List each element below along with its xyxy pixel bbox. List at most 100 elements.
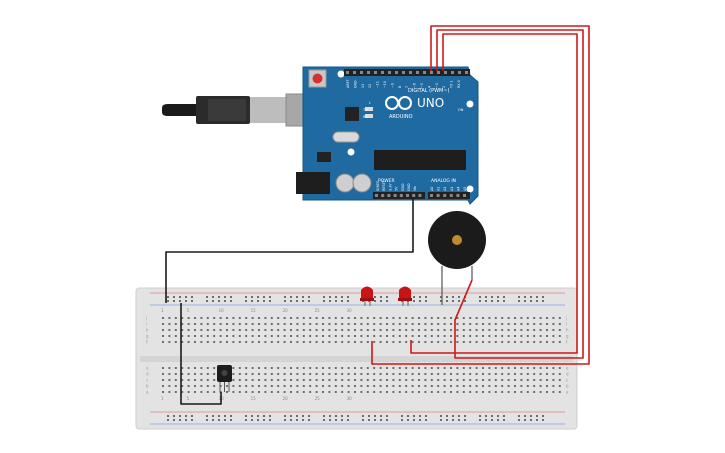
breadboard-hole[interactable] <box>488 385 491 387</box>
breadboard-hole[interactable] <box>238 329 241 331</box>
rail-hole[interactable] <box>173 300 175 302</box>
breadboard-hole[interactable] <box>443 379 446 381</box>
rail-hole[interactable] <box>497 419 499 421</box>
breadboard-hole[interactable] <box>283 385 286 387</box>
breadboard-hole[interactable] <box>187 317 190 319</box>
breadboard-hole[interactable] <box>398 385 401 387</box>
breadboard-hole[interactable] <box>392 335 395 337</box>
breadboard-hole[interactable] <box>379 385 382 387</box>
breadboard-hole[interactable] <box>277 323 280 325</box>
breadboard-hole[interactable] <box>558 373 561 375</box>
breadboard-hole[interactable] <box>315 341 318 343</box>
breadboard-hole[interactable] <box>450 335 452 337</box>
breadboard-hole[interactable] <box>341 367 344 369</box>
digital-header[interactable] <box>344 69 470 76</box>
breadboard-hole[interactable] <box>533 335 536 337</box>
breadboard-hole[interactable] <box>430 317 433 319</box>
breadboard-hole[interactable] <box>418 329 420 331</box>
breadboard-hole[interactable] <box>232 317 235 319</box>
rail-hole[interactable] <box>485 415 487 417</box>
breadboard-hole[interactable] <box>366 317 369 319</box>
header-pin[interactable] <box>346 71 349 74</box>
breadboard-hole[interactable] <box>552 385 555 387</box>
breadboard-hole[interactable] <box>162 385 164 387</box>
breadboard-hole[interactable] <box>213 367 216 369</box>
breadboard-hole[interactable] <box>405 379 408 381</box>
breadboard-hole[interactable] <box>341 385 344 387</box>
breadboard-hole[interactable] <box>251 391 254 393</box>
header-pin[interactable] <box>367 71 370 74</box>
breadboard-hole[interactable] <box>315 329 318 331</box>
breadboard-hole[interactable] <box>341 373 344 375</box>
breadboard-hole[interactable] <box>507 379 510 381</box>
breadboard-hole[interactable] <box>347 317 350 319</box>
breadboard-hole[interactable] <box>162 329 164 331</box>
breadboard-hole[interactable] <box>181 367 184 369</box>
rail-hole[interactable] <box>536 300 538 302</box>
breadboard-hole[interactable] <box>309 391 312 393</box>
breadboard-hole[interactable] <box>283 379 286 381</box>
rail-hole[interactable] <box>173 415 175 417</box>
breadboard-hole[interactable] <box>366 341 369 343</box>
breadboard-hole[interactable] <box>533 329 536 331</box>
breadboard-hole[interactable] <box>168 373 171 375</box>
breadboard-hole[interactable] <box>546 323 548 325</box>
breadboard-hole[interactable] <box>334 317 337 319</box>
breadboard-hole[interactable] <box>469 329 472 331</box>
breadboard-hole[interactable] <box>450 367 452 369</box>
breadboard-hole[interactable] <box>347 379 350 381</box>
breadboard-hole[interactable] <box>162 341 164 343</box>
breadboard-hole[interactable] <box>200 323 203 325</box>
breadboard-hole[interactable] <box>270 373 273 375</box>
breadboard-hole[interactable] <box>366 385 369 387</box>
rail-hole[interactable] <box>419 300 421 302</box>
breadboard-hole[interactable] <box>462 329 465 331</box>
breadboard-hole[interactable] <box>354 379 356 381</box>
breadboard-hole[interactable] <box>213 373 216 375</box>
breadboard-hole[interactable] <box>232 367 235 369</box>
breadboard-hole[interactable] <box>469 335 472 337</box>
breadboard-hole[interactable] <box>488 329 491 331</box>
breadboard-hole[interactable] <box>296 323 299 325</box>
rail-hole[interactable] <box>485 300 487 302</box>
breadboard-hole[interactable] <box>277 367 280 369</box>
breadboard-hole[interactable] <box>206 379 209 381</box>
breadboard-hole[interactable] <box>469 385 472 387</box>
breadboard-hole[interactable] <box>187 391 190 393</box>
rail-hole[interactable] <box>341 296 343 298</box>
breadboard-hole[interactable] <box>520 335 523 337</box>
breadboard-hole[interactable] <box>328 329 331 331</box>
breadboard-hole[interactable] <box>360 379 363 381</box>
breadboard-hole[interactable] <box>424 335 427 337</box>
rail-hole[interactable] <box>290 419 292 421</box>
breadboard-hole[interactable] <box>520 379 523 381</box>
breadboard-hole[interactable] <box>270 391 273 393</box>
breadboard-hole[interactable] <box>162 391 164 393</box>
breadboard-hole[interactable] <box>552 341 555 343</box>
rail-hole[interactable] <box>479 419 481 421</box>
rail-hole[interactable] <box>413 415 415 417</box>
breadboard-hole[interactable] <box>494 367 497 369</box>
rail-hole[interactable] <box>335 296 337 298</box>
rail-hole[interactable] <box>308 415 310 417</box>
breadboard-hole[interactable] <box>232 385 235 387</box>
breadboard-hole[interactable] <box>328 335 331 337</box>
rail-hole[interactable] <box>425 300 427 302</box>
breadboard-hole[interactable] <box>238 335 241 337</box>
rail-hole[interactable] <box>179 300 181 302</box>
rail-hole[interactable] <box>380 300 382 302</box>
breadboard-hole[interactable] <box>334 391 337 393</box>
breadboard-hole[interactable] <box>328 385 331 387</box>
breadboard-hole[interactable] <box>187 341 190 343</box>
breadboard-hole[interactable] <box>219 385 222 387</box>
breadboard-hole[interactable] <box>219 317 222 319</box>
breadboard-hole[interactable] <box>296 341 299 343</box>
breadboard-hole[interactable] <box>213 335 216 337</box>
breadboard-hole[interactable] <box>392 379 395 381</box>
rail-hole[interactable] <box>302 296 304 298</box>
breadboard-hole[interactable] <box>520 367 523 369</box>
header-pin[interactable] <box>409 71 412 74</box>
breadboard-hole[interactable] <box>539 335 542 337</box>
header-pin[interactable] <box>456 194 460 197</box>
breadboard-hole[interactable] <box>418 323 420 325</box>
